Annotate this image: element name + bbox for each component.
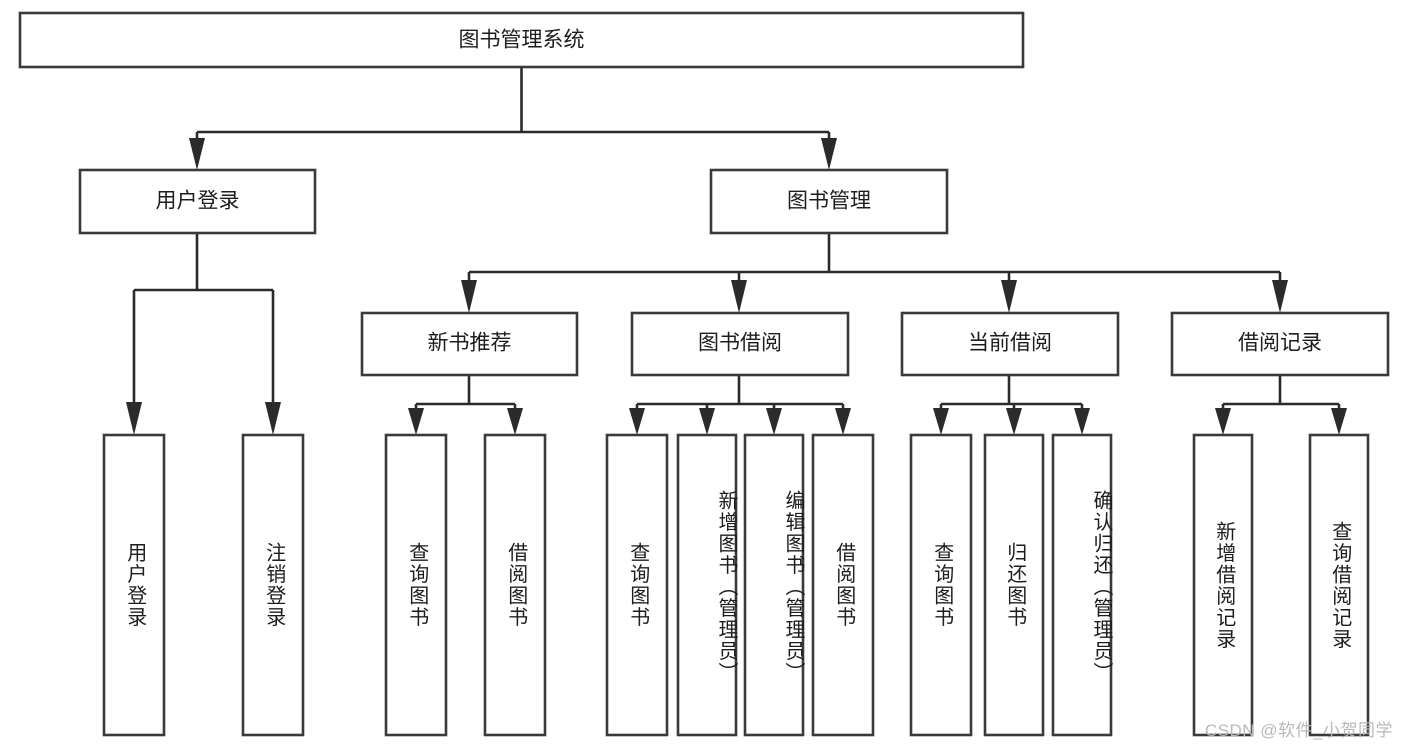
node-user-login-box[interactable] xyxy=(78,168,317,235)
node-book-manage[interactable]: 图书管理 xyxy=(709,168,949,235)
node-borrow-record[interactable]: 借阅记录 xyxy=(1170,311,1390,377)
node-book-manage-box[interactable] xyxy=(709,168,949,235)
connectors-bookborrow-to-leaves xyxy=(629,375,851,435)
node-current-borrow[interactable]: 当前借阅 xyxy=(900,311,1120,377)
node-root-label: 图书管理系统 xyxy=(459,29,585,52)
leaf-bor-edit-book-box[interactable] xyxy=(743,433,805,737)
node-borrow-record-box[interactable] xyxy=(1170,311,1390,377)
connectors-recommend-to-leaves xyxy=(408,375,523,435)
connectors-root-to-level1 xyxy=(189,67,837,170)
node-user-login-label: 用户登录 xyxy=(156,190,240,213)
leaf-user-login-box[interactable] xyxy=(102,433,166,737)
leaf-cur-query-book-box[interactable] xyxy=(909,433,973,737)
connectors-bookmanage-to-level2 xyxy=(461,233,1288,313)
node-current-borrow-box[interactable] xyxy=(900,311,1120,377)
node-book-borrow[interactable]: 图书借阅 xyxy=(630,311,850,377)
node-new-book-recommend-box[interactable] xyxy=(360,311,579,377)
leaf-boxes xyxy=(102,433,1370,737)
leaf-rec-query-book-box[interactable] xyxy=(384,433,448,737)
leaf-cur-return-book-box[interactable] xyxy=(983,433,1045,737)
node-root-box[interactable] xyxy=(18,11,1025,69)
node-book-manage-label: 图书管理 xyxy=(787,190,871,213)
node-current-borrow-label: 当前借阅 xyxy=(968,332,1052,355)
connectors-userlogin-to-leaves xyxy=(126,233,281,435)
node-root[interactable]: 图书管理系统 xyxy=(18,11,1025,69)
csdn-watermark: CSDN @软件_小贺同学 xyxy=(1204,721,1393,740)
leaf-rec-borrow-book-box[interactable] xyxy=(483,433,547,737)
leaf-bor-add-book-box[interactable] xyxy=(676,433,738,737)
node-borrow-record-label: 借阅记录 xyxy=(1238,332,1322,355)
leaf-bor-borrow-book-box[interactable] xyxy=(811,433,875,737)
leaf-rec-add-record-box[interactable] xyxy=(1192,433,1254,737)
node-user-login[interactable]: 用户登录 xyxy=(78,168,317,235)
connectors-borrowrecord-to-leaves xyxy=(1215,375,1347,435)
leaf-user-logout-box[interactable] xyxy=(241,433,305,737)
node-new-book-recommend[interactable]: 新书推荐 xyxy=(360,311,579,377)
connectors-currentborrow-to-leaves xyxy=(933,375,1090,435)
leaf-rec-query-record-box[interactable] xyxy=(1308,433,1370,737)
leaf-bor-query-book-box[interactable] xyxy=(605,433,669,737)
leaf-cur-confirm-box[interactable] xyxy=(1051,433,1113,737)
node-book-borrow-label: 图书借阅 xyxy=(698,332,782,355)
node-book-borrow-box[interactable] xyxy=(630,311,850,377)
node-new-book-recommend-label: 新书推荐 xyxy=(428,332,512,355)
